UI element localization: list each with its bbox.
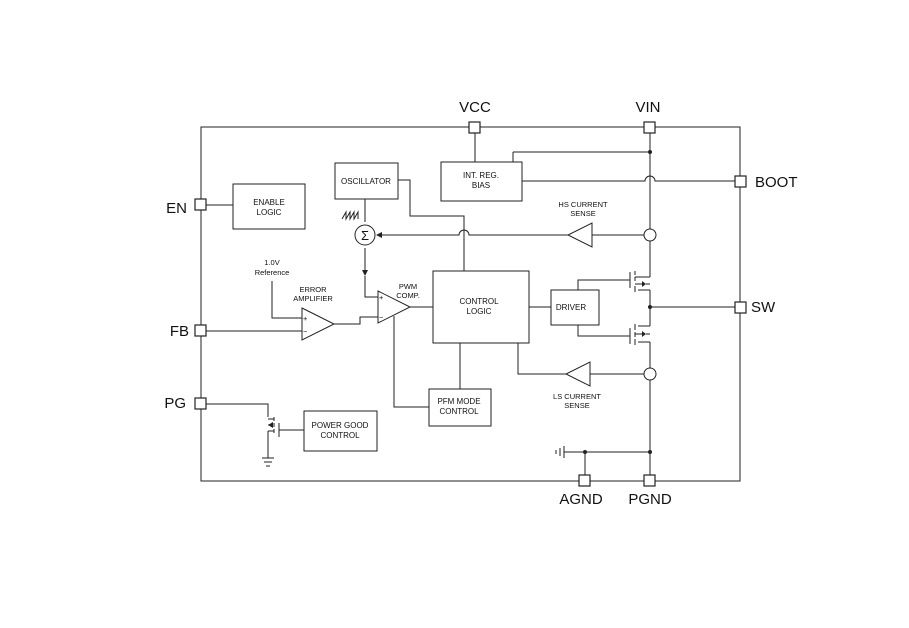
pin-label-agnd: AGND bbox=[559, 491, 603, 508]
ls-sense-label-1: LS CURRENT bbox=[553, 392, 601, 401]
pin-label-pg: PG bbox=[164, 395, 186, 412]
pin-label-boot: BOOT bbox=[755, 174, 798, 191]
chassis-ground-icon bbox=[555, 446, 565, 458]
power-good-label-1: POWER GOOD bbox=[312, 421, 369, 430]
pin-label-en: EN bbox=[166, 200, 187, 217]
control-logic-label-2: LOGIC bbox=[467, 307, 492, 316]
power-good-label-2: CONTROL bbox=[320, 431, 360, 440]
error-amp-label-1: ERROR bbox=[299, 285, 327, 294]
pin-fb bbox=[194, 324, 207, 337]
control-logic-block: CONTROL LOGIC bbox=[432, 270, 530, 344]
power-good-control-block: POWER GOOD CONTROL bbox=[303, 410, 378, 452]
ls-sense-label-2: SENSE bbox=[564, 401, 589, 410]
pin-label-fb: FB bbox=[170, 323, 189, 340]
pin-pgnd bbox=[643, 474, 656, 487]
pin-label-pgnd: PGND bbox=[628, 491, 672, 508]
ground-icon bbox=[262, 457, 274, 467]
error-amp-label-2: AMPLIFIER bbox=[293, 294, 333, 303]
pfm-mode-label-1: PFM MODE bbox=[437, 397, 480, 406]
pin-en bbox=[194, 198, 207, 211]
pfm-mode-control-block: PFM MODE CONTROL bbox=[428, 388, 492, 427]
enable-logic-label-2: LOGIC bbox=[257, 208, 282, 217]
pin-sw bbox=[734, 301, 747, 314]
sawtooth-icon bbox=[341, 210, 359, 221]
driver-label: DRIVER bbox=[556, 303, 586, 312]
ls-current-sense-amp bbox=[564, 361, 591, 387]
int-reg-bias-block: INT. REG. BIAS bbox=[440, 161, 523, 202]
driver-block: DRIVER bbox=[550, 289, 600, 326]
error-amplifier: + − bbox=[301, 307, 336, 341]
hs-sense-label-1: HS CURRENT bbox=[558, 200, 608, 209]
enable-logic-label-1: ENABLE bbox=[253, 198, 285, 207]
power-good-mosfet bbox=[268, 417, 285, 437]
pin-boot bbox=[734, 175, 747, 188]
pin-label-vin: VIN bbox=[635, 99, 660, 116]
ls-sense-node bbox=[643, 367, 657, 381]
int-reg-label-2: BIAS bbox=[472, 181, 490, 190]
pwm-comparator: + − bbox=[377, 290, 412, 324]
summing-node: Σ bbox=[354, 224, 376, 246]
int-reg-label-1: INT. REG. bbox=[463, 171, 499, 180]
hs-sense-node bbox=[643, 228, 657, 242]
pwm-comp-label-2: COMP. bbox=[396, 291, 420, 300]
pin-pg bbox=[194, 397, 207, 410]
pin-label-sw: SW bbox=[751, 299, 776, 316]
high-side-mosfet bbox=[629, 271, 650, 292]
sigma-symbol: Σ bbox=[361, 228, 369, 243]
reference-label-1: 1.0V bbox=[264, 258, 279, 267]
wires bbox=[206, 133, 735, 475]
pin-agnd bbox=[578, 474, 591, 487]
pin-vin bbox=[643, 121, 656, 134]
enable-logic-block: ENABLE LOGIC bbox=[232, 183, 306, 230]
oscillator-label: OSCILLATOR bbox=[341, 177, 391, 186]
low-side-mosfet bbox=[629, 324, 650, 345]
pwm-comp-label-1: PWM bbox=[399, 282, 417, 291]
junction-dots bbox=[583, 150, 652, 454]
pwm-comp-plus: + bbox=[379, 293, 384, 302]
error-amp-minus: − bbox=[303, 327, 308, 336]
error-amp-plus: + bbox=[303, 314, 308, 323]
pin-vcc bbox=[468, 121, 481, 134]
hs-current-sense-amp bbox=[566, 222, 593, 248]
control-logic-label-1: CONTROL bbox=[459, 297, 499, 306]
hs-sense-label-2: SENSE bbox=[570, 209, 595, 218]
pfm-mode-label-2: CONTROL bbox=[439, 407, 479, 416]
reference-label-2: Reference bbox=[255, 268, 290, 277]
pin-label-vcc: VCC bbox=[459, 99, 491, 116]
pwm-comp-minus: − bbox=[379, 313, 384, 322]
oscillator-block: OSCILLATOR bbox=[334, 162, 399, 200]
